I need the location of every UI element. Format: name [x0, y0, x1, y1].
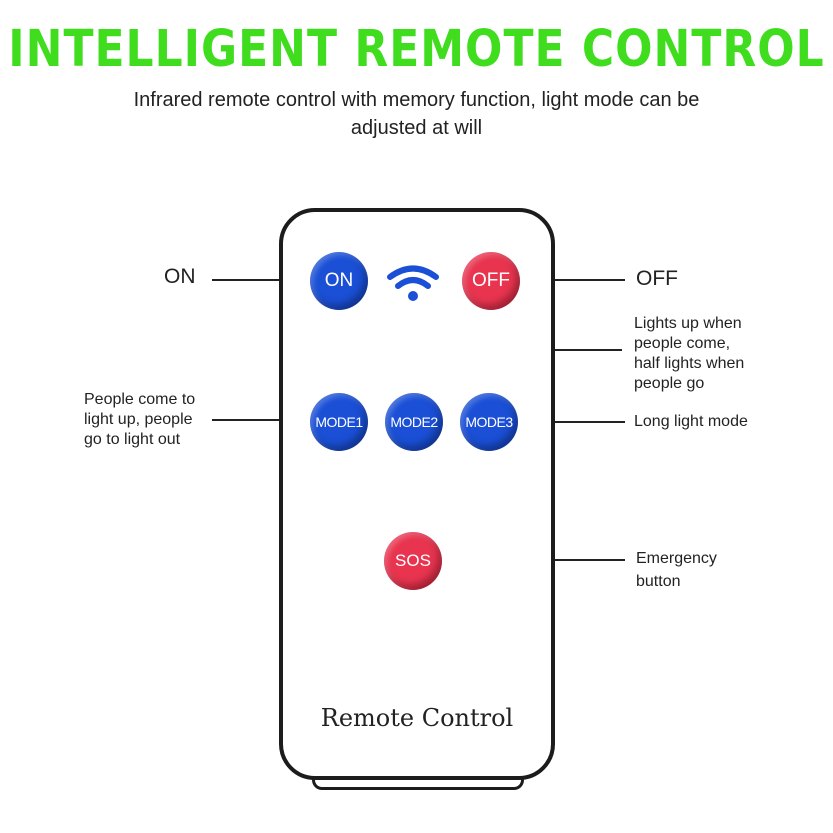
page-subtitle: Infrared remote control with memory func… — [133, 89, 700, 139]
mode1-callout: People come to light up, people go to li… — [84, 390, 195, 450]
mode2-callout-line: people go — [634, 375, 705, 392]
mode1-button[interactable]: MODE1 — [310, 393, 368, 451]
mode3-callout: Long light mode — [634, 413, 748, 430]
on-button[interactable]: ON — [310, 252, 368, 310]
sos-callout-line: button — [636, 573, 681, 590]
off-callout: OFF — [636, 267, 678, 290]
mode2-callout-line: Lights up when — [634, 315, 742, 332]
mode3-button[interactable]: MODE3 — [460, 393, 518, 451]
mode2-callout-line: half lights when — [634, 355, 745, 372]
wifi-signal-icon — [387, 265, 439, 301]
remote-label: Remote Control — [320, 704, 514, 732]
off-button[interactable]: OFF — [462, 252, 520, 310]
page-title: INTELLIGENT REMOTE CONTROL — [8, 20, 825, 79]
mode1-callout-line: go to light out — [84, 431, 181, 448]
sos-callout-line: Emergency — [636, 550, 717, 567]
mode1-callout-line: People come to — [84, 391, 196, 408]
mode2-callout: Lights up when people come, half lights … — [634, 314, 744, 394]
sos-button[interactable]: SOS — [384, 532, 442, 590]
mode1-callout-line: light up, people — [84, 411, 193, 428]
on-callout: ON — [164, 265, 196, 288]
mode2-callout-line: people come, — [634, 335, 731, 352]
mode2-button[interactable]: MODE2 — [385, 393, 443, 451]
remote-bottom-tab — [312, 778, 524, 790]
sos-callout: Emergency button — [636, 547, 717, 593]
